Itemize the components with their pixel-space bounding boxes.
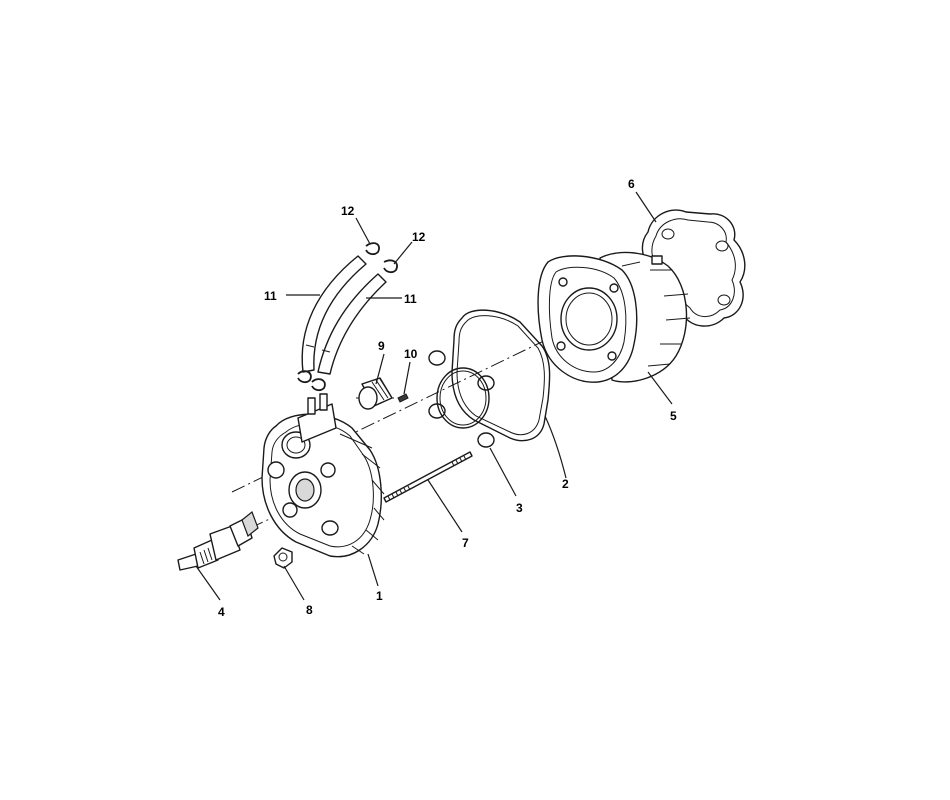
- leader-12-left: [355, 217, 371, 245]
- callout-labels: 1 2 3 4 5 6 7 8 9 10 11 11 12 12: [218, 177, 677, 619]
- leader-3: [489, 447, 517, 497]
- spark-plug-hex: [209, 525, 241, 561]
- leader-5: [647, 371, 673, 405]
- hose-clamp-bottom-right: [311, 378, 326, 392]
- part-3-o-rings: [428, 350, 495, 448]
- seal-ring-large: [436, 367, 490, 429]
- o-ring-2: [477, 375, 495, 391]
- cylinder-head-body: [261, 413, 382, 558]
- leader-9: [375, 353, 385, 385]
- coolant-hose-left: [301, 255, 367, 373]
- sensor-threads: [371, 378, 392, 401]
- head-stud-hole-2: [320, 462, 336, 478]
- main-axis-line: [231, 257, 716, 493]
- cylinder-flange-inner: [548, 266, 627, 373]
- callout-9: 9: [378, 339, 385, 353]
- cylinder-bore: [560, 287, 618, 351]
- cylinder-dowel: [651, 255, 663, 265]
- callout-11-left: 11: [264, 289, 277, 303]
- spark-plug-hole-threaded: [295, 478, 315, 502]
- leader-12-right: [393, 241, 413, 265]
- head-gasket-outer: [451, 309, 551, 442]
- part-1-cylinder-head: [261, 393, 385, 558]
- callout-12-right: 12: [412, 230, 426, 244]
- coolant-nipple-1: [307, 397, 316, 415]
- base-gasket-hole-1: [661, 228, 675, 240]
- hose-clamp-top-left: [365, 242, 380, 256]
- hose-clamp-bottom-left: [297, 370, 312, 384]
- head-stud-hole-4: [321, 520, 339, 536]
- base-gasket-hole-2: [715, 240, 729, 252]
- callout-4: 4: [218, 605, 225, 619]
- part-5-cylinder: [537, 251, 691, 383]
- spark-plug-terminal: [241, 511, 259, 537]
- callout-12-left: 12: [341, 204, 355, 218]
- cylinder-stud-hole-2: [609, 283, 619, 293]
- head-gasket-inner: [456, 315, 545, 436]
- leader-1: [367, 553, 379, 587]
- base-gasket-hole-3: [717, 294, 731, 306]
- o-ring-3: [428, 403, 446, 419]
- hose-clamp-top-right: [383, 259, 398, 274]
- leader-10: [403, 361, 411, 395]
- spark-plug-thread-section: [193, 539, 219, 569]
- part-9-temperature-sensor: [358, 377, 393, 410]
- head-stud-hole-3: [282, 502, 298, 518]
- part-7-stud-bolt: [383, 451, 473, 503]
- spark-plug-threads: [199, 547, 213, 565]
- part-10-small-screw: [397, 393, 409, 403]
- leader-6: [635, 191, 657, 223]
- small-screw-body: [397, 393, 409, 403]
- o-ring-1: [428, 350, 446, 366]
- leader-4: [195, 565, 221, 601]
- cylinder-cooling-fins: [621, 261, 691, 367]
- cylinder-bore-liner: [565, 292, 613, 346]
- callout-11-right: 11: [404, 292, 417, 306]
- coolant-hose-right: [317, 273, 387, 375]
- stud-bolt-threads: [387, 455, 467, 501]
- leader-7: [427, 479, 463, 533]
- callout-7: 7: [462, 536, 469, 550]
- seal-ring-large-inner: [439, 370, 487, 426]
- part-2-head-gasket: [451, 309, 551, 442]
- callout-5: 5: [670, 409, 677, 423]
- callout-2: 2: [562, 477, 569, 491]
- cylinder-stud-hole-1: [558, 277, 568, 287]
- nut-hexagon: [273, 547, 293, 569]
- stud-bolt-shaft: [383, 451, 473, 503]
- part-11-coolant-hoses: [301, 255, 387, 375]
- callout-10: 10: [404, 347, 418, 361]
- leader-lines: [195, 191, 673, 601]
- part-4-spark-plug: [177, 511, 259, 571]
- callout-1: 1: [376, 589, 383, 603]
- cylinder-stud-hole-3: [607, 351, 617, 361]
- cylinder-stud-hole-4: [556, 341, 566, 351]
- cylinder-head-face-edge: [269, 422, 374, 548]
- part-8-nut: [273, 547, 293, 569]
- o-ring-4: [477, 432, 495, 448]
- hose-mark-1: [305, 344, 315, 348]
- head-stud-hole-1: [267, 461, 285, 479]
- sensor-face: [358, 386, 378, 410]
- callout-3: 3: [516, 501, 523, 515]
- coolant-nipple-2: [319, 393, 328, 411]
- leader-2: [544, 415, 567, 479]
- callout-8: 8: [306, 603, 313, 617]
- leader-8: [283, 565, 305, 601]
- part-12-hose-clamps: [297, 242, 398, 392]
- hose-mark-2: [321, 349, 331, 353]
- cylinder-head-boss-bore: [286, 436, 306, 454]
- cylinder-head-fins: [339, 433, 385, 555]
- callout-6: 6: [628, 177, 635, 191]
- nut-bore: [278, 552, 288, 562]
